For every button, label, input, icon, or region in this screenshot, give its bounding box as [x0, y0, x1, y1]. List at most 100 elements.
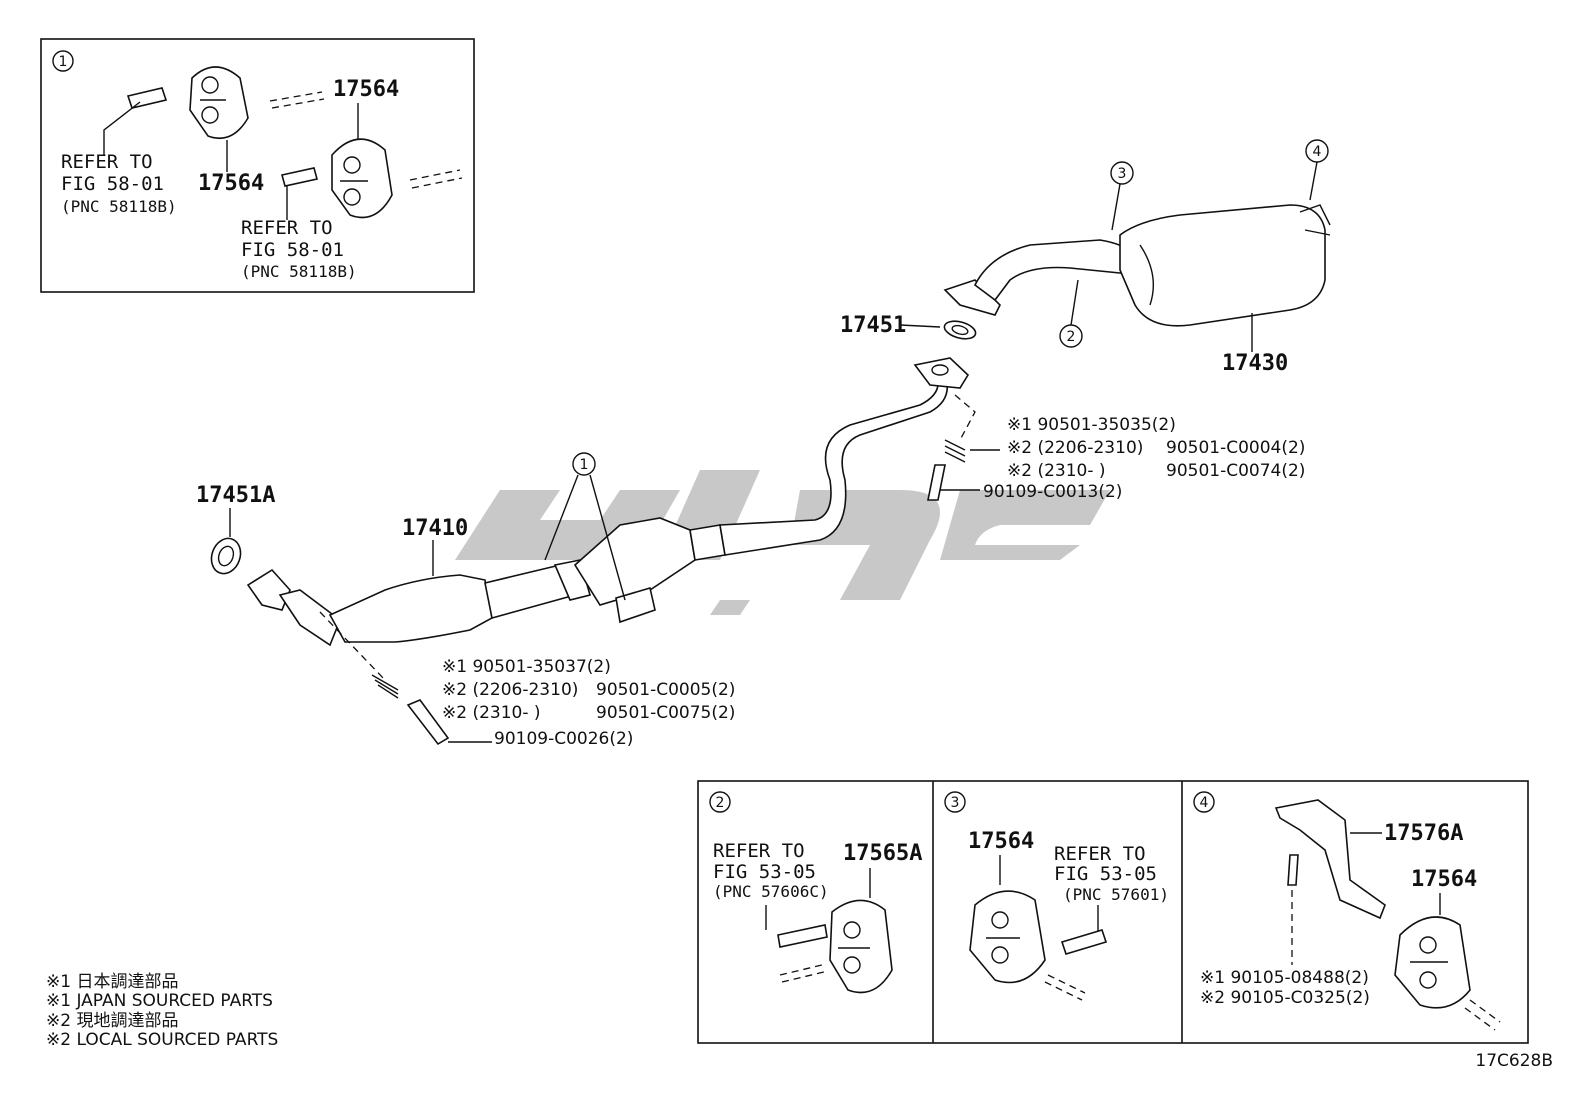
- label-17451A: 17451A: [196, 483, 275, 508]
- panel-2-refer-line2: FIG 53-05: [713, 861, 816, 883]
- panel-1-part-b: 17564: [333, 77, 399, 102]
- panel-3-part: 17564: [968, 829, 1034, 854]
- panel-1-marker-text: 1: [59, 54, 68, 70]
- refer-a-line3: (PNC 58118B): [61, 197, 177, 216]
- legend-line1: ※1 日本調達部品: [46, 972, 178, 992]
- panel-4-part: 17564: [1411, 867, 1477, 892]
- rear-bolt-line3-part: 90501-C0074(2): [1166, 461, 1305, 481]
- front-bolt: [406, 699, 450, 746]
- legend-line2: ※1 JAPAN SOURCED PARTS: [46, 991, 273, 1011]
- front-hanger-bracket: [615, 586, 656, 624]
- front-bolt-line1: ※1 90501-35037(2): [442, 657, 611, 677]
- panel-4: 4 17576A 17564 ※1 90105-08488(2) ※2 9010…: [1193, 791, 1501, 1031]
- rear-bolt: [927, 464, 946, 501]
- panel-1-part-a: 17564: [198, 171, 264, 196]
- refer-b-line1: REFER TO: [241, 217, 333, 239]
- tail-pipe: [973, 239, 1141, 302]
- catalytic-converter-17410: [328, 574, 493, 643]
- front-spring: [371, 674, 399, 699]
- callout-3: [1110, 161, 1134, 185]
- panel-4-marker: [1193, 791, 1215, 813]
- intermediate-flange: [913, 357, 970, 389]
- main-assembly: 17451A 17410 1 ※1 90501-35037(2) ※2 (220…: [196, 139, 1331, 749]
- panel-2-refer-line3: (PNC 57606C): [713, 882, 829, 901]
- panel-3: 3 17564 REFER TO FIG 53-05 (PNC 57601): [944, 791, 1169, 1001]
- front-bolt-line4: 90109-C0026(2): [494, 729, 633, 749]
- panel-2-marker-text: 2: [716, 795, 725, 811]
- rear-bolt-line4: 90109-C0013(2): [983, 482, 1122, 502]
- callout-2-text: 2: [1067, 329, 1076, 345]
- hanger-rod-c: [281, 167, 318, 187]
- callout-1-leaders: [544, 474, 626, 601]
- panel-2-marker: [709, 791, 731, 813]
- callout-1: [572, 452, 596, 476]
- bracket-17576A: [1274, 799, 1386, 920]
- panel-2-part: 17565A: [843, 841, 922, 866]
- legend-line3: ※2 現地調達部品: [46, 1011, 178, 1031]
- refer-b-line2: FIG 58-01: [241, 239, 344, 261]
- panel-4-bolt-line1: ※1 90105-08488(2): [1200, 968, 1369, 988]
- front-bolt-line3: ※2 (2310- ): [442, 703, 541, 723]
- rear-bolt-line1: ※1 90501-35035(2): [1007, 415, 1176, 435]
- panel-2-rod-a: [777, 924, 828, 948]
- front-pipe: [278, 589, 341, 647]
- muffler-17430: [1119, 204, 1326, 327]
- panel-3-refer-line3: (PNC 57601): [1063, 885, 1169, 904]
- front-bolt-dashline: [319, 611, 386, 681]
- rear-bolt-line2-part: 90501-C0004(2): [1166, 438, 1305, 458]
- panel-4-bracket-label: 17576A: [1384, 821, 1463, 846]
- legend-line4: ※2 LOCAL SOURCED PARTS: [46, 1030, 278, 1050]
- rear-bolt-line2: ※2 (2206-2310): [1007, 438, 1143, 458]
- panel-1-frame: [40, 38, 475, 293]
- panel-2-refer-line1: REFER TO: [713, 840, 805, 862]
- rubber-hanger-a: [189, 66, 249, 140]
- refer-a-line1: REFER TO: [61, 151, 153, 173]
- legend: ※1 日本調達部品 ※1 JAPAN SOURCED PARTS ※2 現地調達…: [46, 972, 278, 1050]
- leader-refer-a: [103, 101, 141, 155]
- bottom-panel-dividers: [932, 781, 1183, 1043]
- bottom-panels-frame: [697, 780, 1529, 1044]
- rear-flange: [943, 279, 1001, 316]
- front-flange: [246, 568, 291, 611]
- label-17430: 17430: [1222, 351, 1288, 376]
- hanger-rod-b: [269, 91, 325, 109]
- hanger-rod-d: [409, 169, 463, 189]
- leader-17451: [899, 324, 941, 328]
- panel-4-hanger: [1394, 916, 1471, 1009]
- panel-3-refer-line1: REFER TO: [1054, 843, 1146, 865]
- refer-a-line2: FIG 58-01: [61, 173, 164, 195]
- callout-1-text: 1: [580, 457, 589, 473]
- panel-3-marker: [944, 791, 966, 813]
- panel-3-refer-line2: FIG 53-05: [1054, 863, 1157, 885]
- hanger-rod-a: [126, 87, 168, 109]
- front-bolt-line3-part: 90501-C0075(2): [596, 703, 735, 723]
- panel-4-marker-text: 4: [1200, 795, 1209, 811]
- panel-4-bolt: [1287, 854, 1299, 886]
- panel-3-rod-a: [1060, 929, 1108, 955]
- muffler-hanger-rod: [1299, 204, 1331, 236]
- panel-3-marker-text: 3: [951, 795, 960, 811]
- panel-4-rod: [1464, 999, 1501, 1031]
- rear-spring: [944, 439, 966, 463]
- label-17410: 17410: [402, 516, 468, 541]
- rear-bolt-line3: ※2 (2310- ): [1007, 461, 1106, 481]
- callout-3-text: 3: [1118, 166, 1127, 182]
- gasket-17451A: [210, 537, 242, 575]
- rear-bolt-dashline: [954, 394, 976, 441]
- panel-3-rod-b: [1044, 974, 1086, 1001]
- rubber-hanger-b: [331, 138, 393, 219]
- front-bolt-line2: ※2 (2206-2310): [442, 680, 578, 700]
- panel-4-bolt-line2: ※2 90105-C0325(2): [1200, 988, 1370, 1008]
- panel-2: 2 REFER TO FIG 53-05 (PNC 57606C) 17565A: [709, 791, 922, 994]
- panel-3-hanger: [969, 890, 1046, 984]
- panel-2-hanger: [829, 899, 893, 994]
- label-17451: 17451: [840, 313, 906, 338]
- panel-2-rod-b: [779, 964, 825, 983]
- gasket-17451: [943, 320, 977, 340]
- refer-b-line3: (PNC 58118B): [241, 262, 357, 281]
- figure-code: 17C628B: [1475, 1051, 1553, 1071]
- front-bolt-line2-part: 90501-C0005(2): [596, 680, 735, 700]
- callout-4-text: 4: [1313, 144, 1322, 160]
